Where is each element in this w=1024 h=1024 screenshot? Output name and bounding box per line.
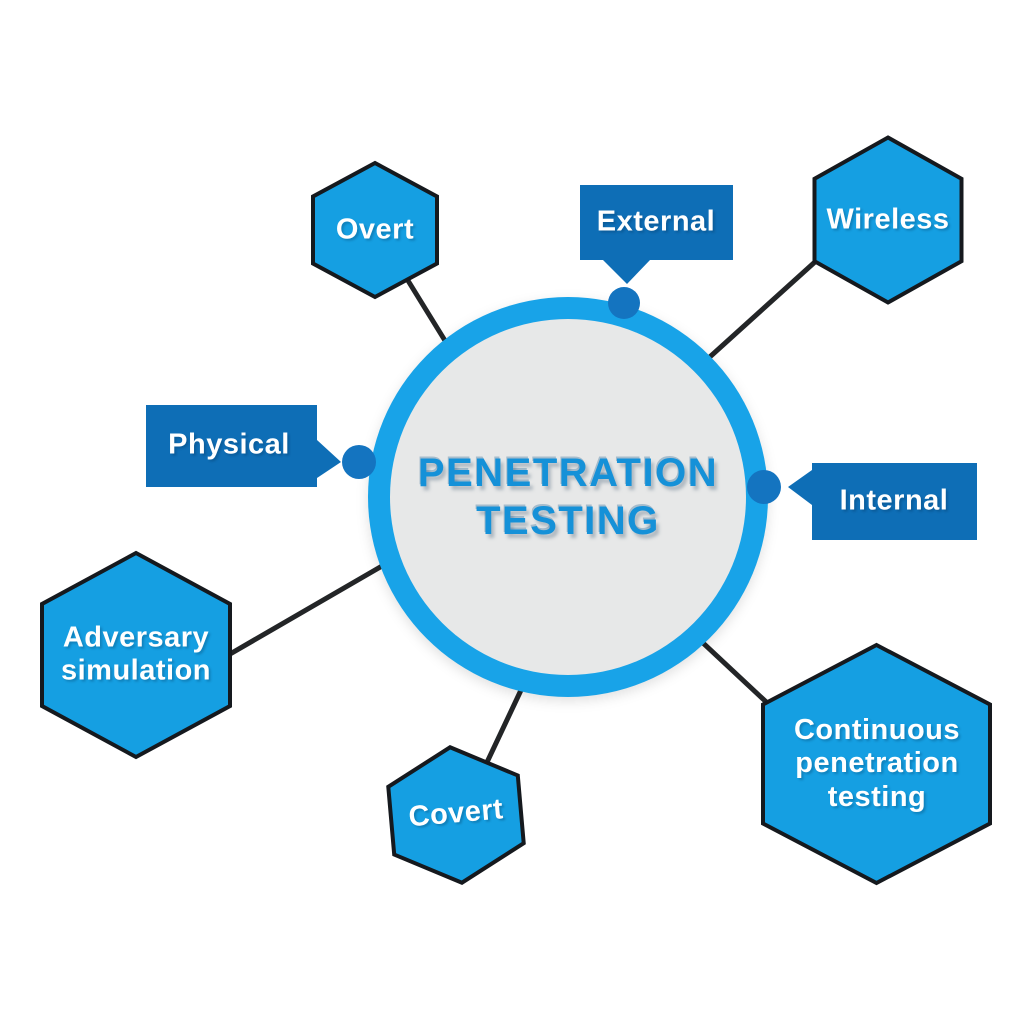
node-label-adversary-simulation: Adversary simulation (60, 621, 211, 687)
node-label-physical: Physical (168, 428, 290, 461)
node-label-continuous: Continuous penetration testing (793, 713, 961, 813)
node-label-internal: Internal (839, 484, 949, 517)
connector-wireless (699, 258, 819, 367)
node-internal (788, 463, 977, 540)
hub-title: PENETRATION TESTING (418, 449, 718, 545)
node-wireless (812, 135, 964, 305)
dot-physical (342, 445, 376, 479)
node-adversary-simulation (40, 550, 232, 760)
connector-covert (478, 685, 525, 778)
dot-internal (747, 470, 781, 504)
node-label-overt: Overt (335, 213, 415, 246)
node-external (580, 185, 733, 284)
node-covert (386, 745, 526, 885)
node-continuous (761, 642, 992, 886)
hub-circle (390, 319, 746, 675)
hub-title-line1: PENETRATION (417, 451, 719, 495)
node-label-wireless: Wireless (826, 203, 950, 236)
node-overt (311, 160, 439, 300)
dot-external (608, 287, 640, 319)
node-label-external: External (596, 205, 716, 238)
connector-adversary-simulation (215, 563, 385, 664)
node-physical (146, 405, 341, 487)
hub-title-line2: TESTING (476, 499, 660, 543)
